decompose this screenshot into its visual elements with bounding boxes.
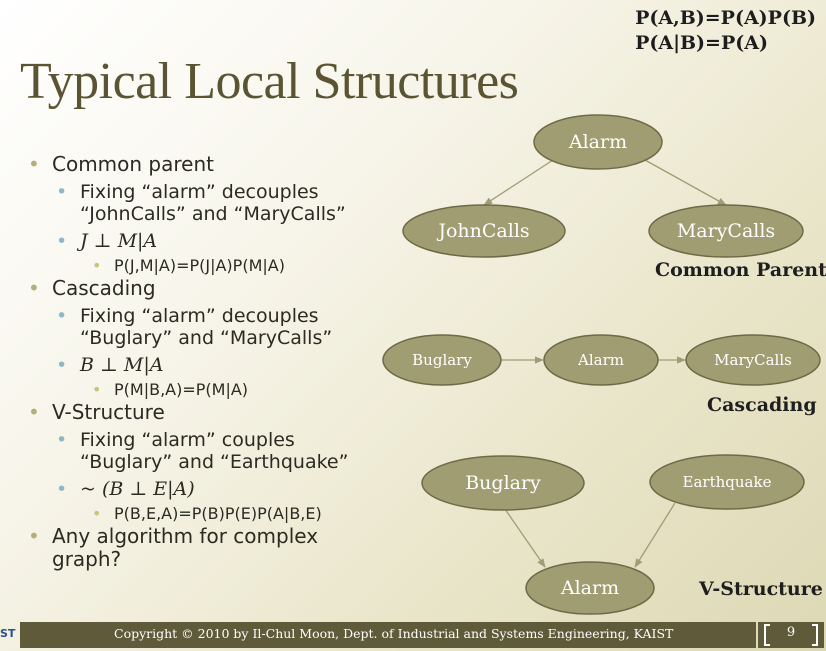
caption-cascading: Cascading [707, 394, 817, 416]
node-vs-alarm-label: Alarm [560, 577, 619, 599]
bayes-net-diagrams: Alarm JohnCalls MaryCalls Common Parent … [382, 114, 826, 615]
edge-buglary-alarm-v [504, 508, 546, 568]
node-vs-earthquake-label: Earthquake [683, 473, 772, 491]
bullet-ca-fixing-line1: Fixing “alarm” decouples [80, 305, 319, 327]
bullet-any-algorithm: Any algorithm for complex graph? [28, 525, 388, 571]
bullet-cp-fixing-line2: “JohnCalls” and “MaryCalls” [80, 203, 346, 225]
bullet-cp-independence: J ⊥ M|A [28, 230, 388, 252]
bullet-ca-fixing-line2: “Buglary” and “MaryCalls” [80, 327, 333, 349]
bullet-vs-dependence: ~ (B ⊥ E|A) [28, 478, 388, 500]
node-vs-buglary-label: Buglary [465, 472, 541, 494]
node-ca-buglary-label: Buglary [412, 351, 472, 369]
page-number-box: 9 [758, 622, 824, 648]
caption-common-parent: Common Parent [655, 259, 826, 281]
edge-alarm-johncalls [483, 159, 554, 206]
node-ca-marycalls [685, 334, 821, 386]
bullet-any-line1: Any algorithm for complex [52, 524, 319, 548]
page-bracket-right [812, 624, 818, 646]
footer-bar: Copyright © 2010 by Il-Chul Moon, Dept. … [20, 622, 756, 648]
caption-v-structure: V-Structure [698, 578, 823, 600]
footer-copyright: Copyright © 2010 by Il-Chul Moon, Dept. … [114, 626, 674, 641]
bullet-vs-fixing: Fixing “alarm” couples “Buglary” and “Ea… [28, 429, 388, 473]
node-vs-buglary [421, 455, 585, 511]
bullet-cascading: Cascading [28, 277, 388, 301]
node-cp-marycalls-label: MaryCalls [677, 220, 775, 242]
bullet-common-parent: Common parent [28, 153, 388, 177]
bullet-vs-equation: P(B,E,A)=P(B)P(E)P(A|B,E) [28, 504, 388, 524]
node-cp-alarm-label: Alarm [568, 131, 627, 153]
bullet-v-structure: V-Structure [28, 401, 388, 425]
diagram-v-structure: Buglary Earthquake Alarm V-Structure [421, 454, 823, 615]
page-number: 9 [786, 625, 796, 640]
bullet-vs-fixing-line2: “Buglary” and “Earthquake” [80, 451, 349, 473]
node-ca-buglary [382, 334, 502, 386]
diagram-cascading: Buglary Alarm MaryCalls Cascading [382, 334, 821, 416]
bullet-ca-independence: B ⊥ M|A [28, 354, 388, 376]
bullet-cp-equation: P(J,M|A)=P(J|A)P(M|A) [28, 256, 388, 276]
node-cp-johncalls-label: JohnCalls [436, 220, 529, 242]
bullet-ca-equation: P(M|B,A)=P(M|A) [28, 380, 388, 400]
page-bracket-left [764, 624, 770, 646]
kaist-logo: ST [0, 627, 16, 640]
edge-alarm-marycalls [644, 159, 727, 206]
bullet-any-line2: graph? [52, 547, 122, 571]
formula-independence: P(A,B)=P(A)P(B) [635, 7, 816, 29]
node-vs-earthquake [649, 454, 805, 510]
node-cp-alarm [533, 114, 663, 170]
bullet-cp-fixing-line1: Fixing “alarm” decouples [80, 181, 319, 203]
node-cp-johncalls [402, 204, 566, 258]
node-ca-marycalls-label: MaryCalls [714, 351, 792, 369]
node-cp-marycalls [648, 204, 804, 258]
edge-earthquake-alarm [634, 502, 676, 568]
formula-conditional: P(A|B)=P(A) [635, 32, 768, 54]
formula-block: P(A,B)=P(A)P(B) P(A|B)=P(A) [635, 6, 816, 56]
slide-title: Typical Local Structures [20, 53, 519, 110]
bullet-vs-fixing-line1: Fixing “alarm” couples [80, 429, 295, 451]
node-vs-alarm [525, 561, 655, 615]
node-ca-alarm [543, 334, 659, 386]
bullet-ca-fixing: Fixing “alarm” decouples “Buglary” and “… [28, 305, 388, 349]
node-ca-alarm-label: Alarm [577, 351, 624, 369]
bullet-list: Common parent Fixing “alarm” decouples “… [28, 152, 388, 571]
diagram-common-parent: Alarm JohnCalls MaryCalls Common Parent [402, 114, 826, 281]
bullet-cp-fixing: Fixing “alarm” decouples “JohnCalls” and… [28, 181, 388, 225]
